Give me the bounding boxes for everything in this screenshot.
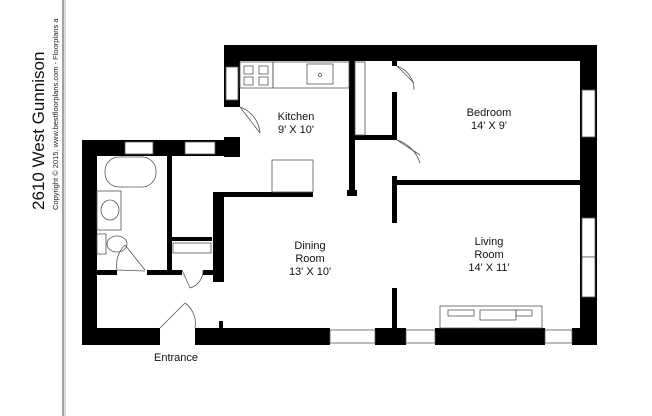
doors <box>116 65 421 329</box>
entrance-label: Entrance <box>154 352 198 364</box>
svg-text:Kitchen: Kitchen <box>278 111 315 123</box>
sink-icon <box>306 63 334 85</box>
svg-text:Dining: Dining <box>294 240 325 252</box>
bathtub-icon <box>104 156 157 188</box>
svg-text:Living: Living <box>475 236 504 248</box>
vanity-sink-icon <box>96 190 122 231</box>
svg-text:Bedroom: Bedroom <box>467 107 512 119</box>
svg-text:Room: Room <box>295 253 324 265</box>
svg-text:2610 West Gunnison: 2610 West Gunnison <box>29 52 48 210</box>
room-dining: Dining Room 13' X 10' <box>289 240 331 278</box>
copyright-text: Copyright © 2015. www.bestfloorplans.com… <box>51 18 60 210</box>
address-title: 2610 West Gunnison <box>29 52 48 210</box>
fireplace <box>439 305 543 329</box>
room-bedroom: Bedroom 14' X 9' <box>467 107 512 132</box>
svg-text:Room: Room <box>474 249 503 261</box>
walls <box>82 45 597 345</box>
svg-text:13' X 10': 13' X 10' <box>289 266 331 278</box>
svg-text:9' X 10': 9' X 10' <box>278 124 314 136</box>
toilet-icon <box>96 233 107 255</box>
svg-text:14' X 9': 14' X 9' <box>471 120 507 132</box>
svg-text:Copyright © 2015. www.bestfloo: Copyright © 2015. www.bestfloorplans.com… <box>51 18 60 210</box>
counter <box>272 61 350 89</box>
kitchen-island <box>271 159 314 193</box>
room-kitchen: Kitchen 9' X 10' <box>278 111 315 136</box>
windows <box>124 66 596 344</box>
svg-text:14' X 11': 14' X 11' <box>468 262 509 274</box>
room-living: Living Room 14' X 11' <box>468 236 509 274</box>
fixtures <box>96 61 543 329</box>
